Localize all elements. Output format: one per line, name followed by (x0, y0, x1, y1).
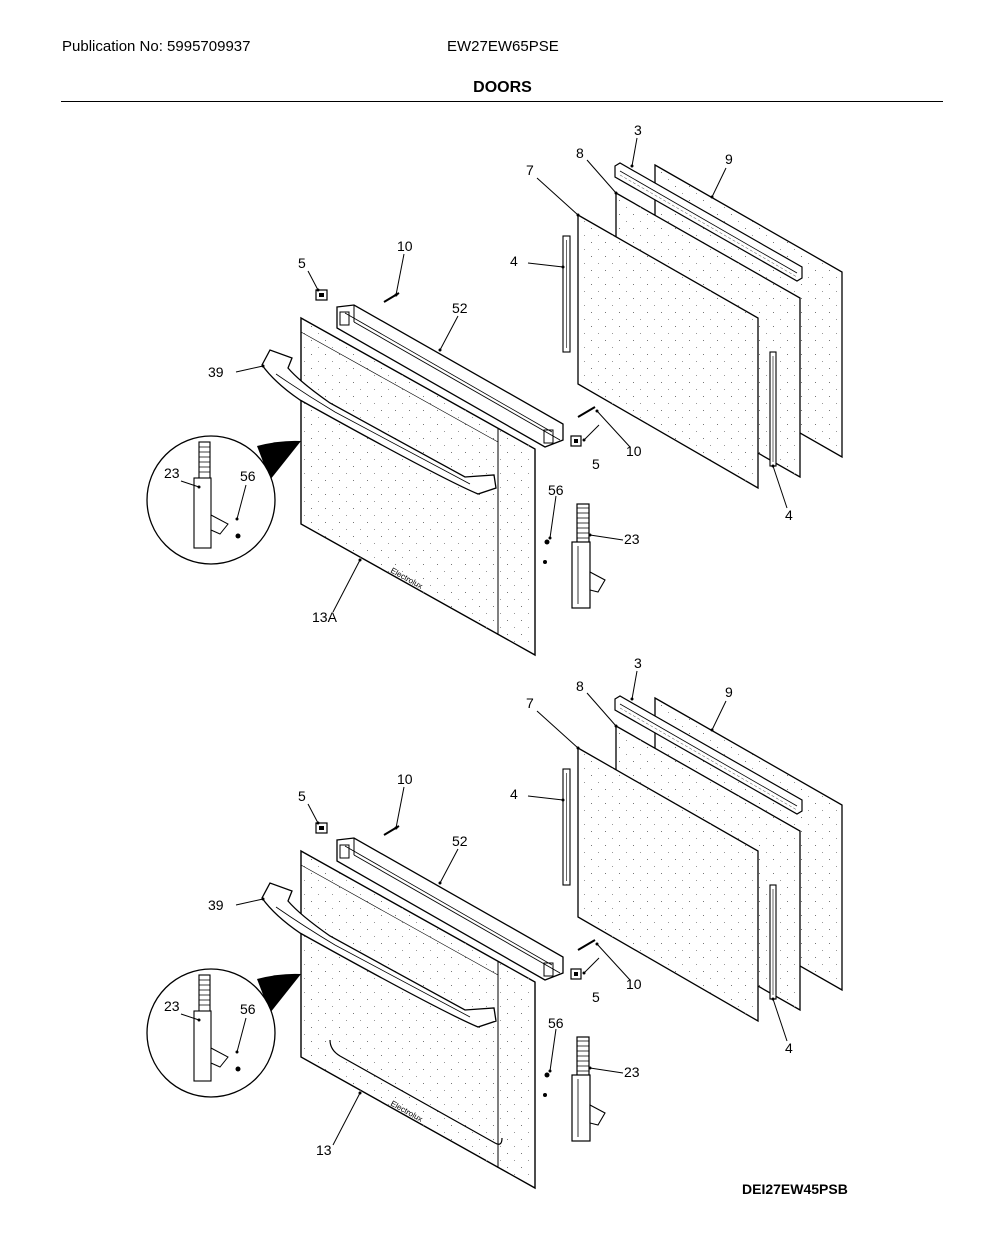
callout-4: 4 (785, 1040, 793, 1056)
callout-5: 5 (592, 456, 600, 472)
callout-9: 9 (725, 684, 733, 700)
callout-13a: 13A (312, 609, 338, 625)
door-assembly-bottom (146, 670, 843, 1189)
model-number: EW27EW65PSE (447, 38, 559, 55)
callout-23: 23 (164, 998, 180, 1014)
page-title: DOORS (473, 79, 532, 96)
callout-labels-top: 3 8 9 7 4 10 5 52 39 23 56 5 10 56 23 4 … (164, 122, 793, 625)
callout-5: 5 (592, 989, 600, 1005)
callout-10: 10 (626, 976, 642, 992)
callout-39: 39 (208, 897, 224, 913)
callout-56: 56 (240, 1001, 256, 1017)
callout-13: 13 (316, 1142, 332, 1158)
publication-number: Publication No: 5995709937 (62, 38, 251, 55)
callout-56: 56 (548, 482, 564, 498)
callout-7: 7 (526, 695, 534, 711)
callout-4: 4 (785, 507, 793, 523)
callout-3: 3 (634, 655, 642, 671)
callout-10: 10 (397, 238, 413, 254)
callout-10: 10 (397, 771, 413, 787)
callout-8: 8 (576, 145, 584, 161)
door-window-outline (329, 1039, 503, 1145)
callout-23: 23 (164, 465, 180, 481)
callout-7: 7 (526, 162, 534, 178)
callout-4: 4 (510, 253, 518, 269)
diagram-code: DEI27EW45PSB (742, 1181, 848, 1197)
callout-8: 8 (576, 678, 584, 694)
callout-23: 23 (624, 1064, 640, 1080)
callout-56: 56 (548, 1015, 564, 1031)
callout-23: 23 (624, 531, 640, 547)
callout-labels-bottom: 3 8 9 7 4 10 5 52 39 23 56 5 10 56 23 4 … (164, 655, 793, 1158)
callout-5: 5 (298, 788, 306, 804)
callout-10: 10 (626, 443, 642, 459)
callout-3: 3 (634, 122, 642, 138)
callout-9: 9 (725, 151, 733, 167)
callout-4: 4 (510, 786, 518, 802)
callout-56: 56 (240, 468, 256, 484)
header-divider (61, 101, 943, 102)
callout-39: 39 (208, 364, 224, 380)
callout-52: 52 (452, 300, 468, 316)
door-assembly-top (146, 137, 843, 656)
callout-5: 5 (298, 255, 306, 271)
callout-52: 52 (452, 833, 468, 849)
